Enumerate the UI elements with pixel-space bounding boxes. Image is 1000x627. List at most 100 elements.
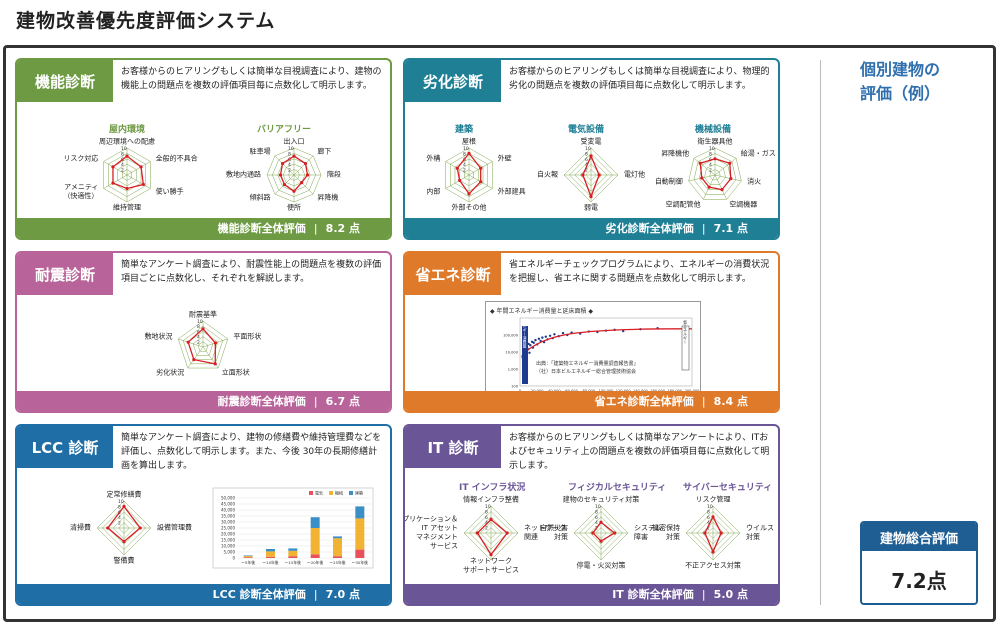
it-radar-cyber-label-0: リスク管理 [695,495,731,504]
rekka-radar-mech-point-3 [720,187,724,192]
kino-radar-barrierfree-label-3: 昇降機 [317,193,339,202]
it-radar-infra-title: IT インフラ状況 [459,483,526,493]
lcc-radar-tick-2: 2 [118,521,121,527]
it-radar-physical-point-3 [591,531,595,535]
it-radar-physical-tick-10: 10 [595,504,601,510]
taishin-radar-grid-2 [192,336,214,356]
kino-radar-indoor-tick-10: 10 [121,146,127,152]
lcc-radar-label-2: 警備費 [113,556,135,565]
it-radar-cyber-point-1 [719,531,723,535]
energy-scatter-chart: ◆ 年間エネルギー消費量と延床面積 ◆ 020,00040,00060,0008… [485,301,701,394]
kino-radar-indoor-tick-4: 4 [121,162,124,168]
kino-radar-barrierfree-point-5 [282,182,287,187]
taishin-radar-grid-5 [177,320,229,369]
kino-radar-barrierfree-axis-7 [274,155,295,176]
bar-ytick-9: 5,000 [224,550,236,555]
rekka-radar-arch-label-3: 外部その他 [451,203,487,212]
kino-radar-barrierfree-label-7: 駐車場 [249,147,271,156]
kino-radar-barrierfree-point-1 [303,161,308,166]
it-radar-infra-point-0 [489,517,493,522]
bar-legend-swatch-2 [349,491,353,495]
kino-radar-barrierfree-label-1: 廊下 [317,147,332,156]
it-radar-cyber-tick-2: 2 [707,526,710,532]
it-radar-physical-point-0 [599,520,603,524]
bar-xtick-5: 〜30年後 [352,560,368,565]
lcc-card[interactable]: LCC 診断 簡単なアンケート調査により、建物の修繕費や維持管理費などを評価し、… [15,424,392,606]
scatter-point-10 [532,341,535,344]
it-radar-infra-label-1: ネットワーク 関連 [524,524,566,541]
lcc-foot: LCC 診断全体評価|7.0 点 [17,584,390,604]
shoene-card[interactable]: 省エネ診断 省エネルギーチェックプログラムにより、エネルギーの消費状況を把握し、… [403,251,780,413]
scatter-point-19 [548,334,552,337]
rekka-radar-mech-point-4 [707,185,711,189]
it-radar-cyber-point-0 [711,515,715,519]
taishin-radar-label-3: 劣化状況 [156,368,185,377]
rekka-radar-arch-tick-4: 4 [463,162,466,168]
rekka-radar-elec-tick-2: 2 [585,168,588,174]
shoene-desc: 省エネルギーチェックプログラムにより、エネルギーの消費状況を把握し、省エネに関す… [509,260,770,284]
rekka-radar-arch-tick-8: 8 [463,151,466,157]
rekka-radar-mech-point-2 [729,177,733,181]
it-card[interactable]: IT 診断 お客様からのヒアリングもしくは簡単なアンケートにより、ITおよびセキ… [403,424,780,606]
it-radar-infra-point-2 [489,553,493,557]
rekka-radar-arch-label-2: 外部建具 [497,187,526,195]
kino-radar-barrierfree-label-6: 敷地内通路 [226,170,261,179]
bar-ytick-5: 25,000 [221,526,235,531]
bar-1-2 [266,549,275,552]
taishin-card[interactable]: 耐震診断 簡単なアンケート調査により、耐震性能上の問題点を複数の評価項目ごとに点… [15,251,392,413]
scatter-point-11 [534,338,537,342]
it-radar-infra-tick-6: 6 [485,515,488,521]
rekka-radar-mech-label-4: 空調配管他 [665,200,701,209]
kino-radar-indoor-point-4 [111,181,115,185]
scatter-point-5 [527,342,530,346]
it-foot: IT 診断全体評価|5.0 点 [405,584,778,604]
rekka-radar-elec-label-0: 受変電 [580,137,602,146]
rekka-radar-arch-axis-4 [445,174,470,189]
it-radar-infra-label-0: 情報インフラ整備 [463,495,519,504]
kino-radar-indoor-axis-5 [103,161,128,176]
rekka-card[interactable]: 劣化診断 お客様からのヒアリングもしくは簡単な目視調査により、物理的劣化の問題点… [403,58,780,240]
energy-chart-title: ◆ 年間エネルギー消費量と延床面積 ◆ [490,308,594,315]
kino-radar-barrierfree-point-0 [292,154,296,158]
it-radar-infra-label-2: ネットワーク サポートサービス [463,557,519,574]
kino-radar-indoor-title: 屋内環境 [109,125,146,135]
rekka-radar-mech-tick-4: 4 [709,162,712,168]
taishin-radar-axis-3 [187,346,204,369]
rekka-radar-mech-axis-2 [714,174,742,182]
it-radar-cyber-label-3: 機密保持 対策 [652,524,680,541]
bar-ytick-7: 15,000 [221,538,235,543]
kino-radar-barrierfree-point-4 [292,189,296,193]
bar-ytick-2: 40,000 [221,508,235,513]
rekka-radar-mech-grid-5 [688,147,742,200]
rekka-head: 劣化診断 [405,60,501,102]
scatter-point-23 [561,331,565,335]
rekka-radar-mech-grid-4 [693,153,737,195]
rekka-radar-arch-point-3 [467,192,471,196]
rekka-radar-mech-point-6 [698,161,702,165]
kino-card[interactable]: 機能診断 お客様からのヒアリングもしくは簡単な目視調査により、建物の機能上の問題… [15,58,392,240]
taishin-radar-point-1 [213,341,217,345]
page-title: 建物改善優先度評価システム [16,10,276,32]
it-radar-cyber-label-1: ウイルス 対策 [746,524,774,541]
bar-5-0 [355,549,365,558]
kino-radar-indoor-label-2: 使い勝手 [155,187,184,195]
scatter-point-7 [529,344,532,347]
kino-radar-indoor-label-5: リスク対応 [63,154,99,162]
scatter-point-31 [622,329,625,333]
kino-radar-barrierfree-point-7 [280,161,285,166]
scatter-right-tag-box [681,325,690,371]
bar-ytick-6: 20,000 [221,532,235,537]
energy-chart-note: 出典：「建築物エネルギー消費量調査報告書」（社）日本ビルエネルギー総合管理技術協… [536,361,639,375]
rekka-radar-mech-label-2: 消火 [747,177,762,186]
repair-plan-bar-chart: 50,00045,00040,00035,00030,00025,00020,0… [212,487,374,569]
lcc-radar-tick-10: 10 [118,499,124,505]
kino-radar-indoor-point-1 [139,165,143,169]
it-radar-cyber-label-2: 不正アクセス対策 [685,561,741,570]
lcc-radar-label-1: 設備管理費 [157,523,192,532]
rekka-radar-elec-label-3: 自火報 [537,170,558,179]
kino-radar-barrierfree-label-2: 階段 [327,170,341,179]
